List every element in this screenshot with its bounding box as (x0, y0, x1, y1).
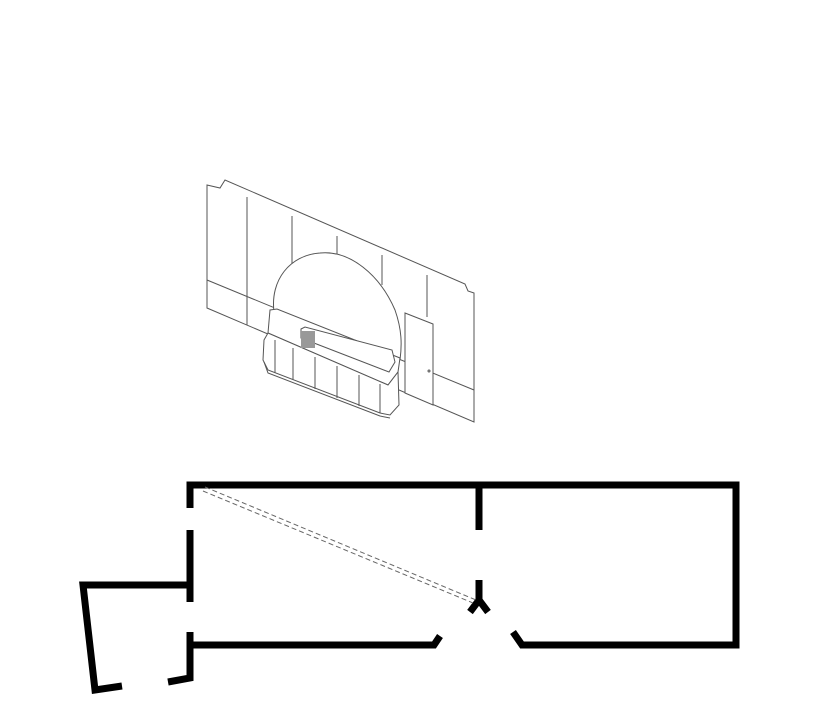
hatched-panel (301, 331, 315, 348)
door-knob (427, 369, 431, 373)
wall-top (186, 481, 740, 649)
annex-wall (79, 581, 190, 694)
partition-y-end (467, 594, 491, 615)
wall-bottom-left (186, 632, 443, 649)
sightline-dashed (202, 486, 477, 604)
arch (273, 252, 402, 361)
annex-wall-end (167, 645, 194, 686)
door (404, 312, 434, 406)
floor-plan (79, 481, 740, 694)
counter-base (263, 361, 391, 419)
isometric-wall-elevation (206, 179, 475, 423)
